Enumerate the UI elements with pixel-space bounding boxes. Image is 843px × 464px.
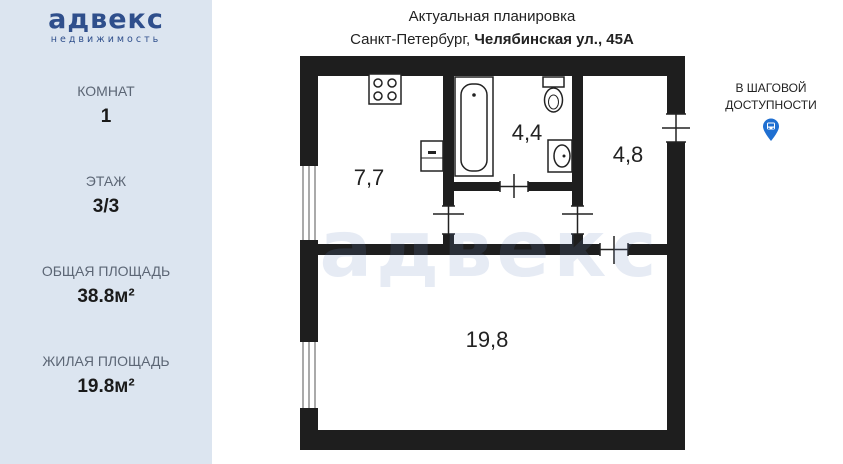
logo-name: адвекс [48, 4, 164, 35]
stat-total-area: ОБЩАЯ ПЛОЩАДЬ 38.8м² [0, 262, 212, 310]
wall-right [667, 56, 685, 450]
washer-icon [420, 140, 444, 172]
brand-logo[interactable]: адвекс недвижимость [0, 4, 212, 46]
stat-label: ЖИЛАЯ ПЛОЩАДЬ [42, 353, 170, 369]
window-kitchen [300, 166, 318, 240]
stat-floor: ЭТАЖ 3/3 [0, 172, 212, 220]
room-area-bathroom: 4,4 [512, 120, 543, 145]
address-street: Челябинская ул., 45А [474, 31, 634, 48]
wall-top [300, 56, 685, 76]
room-area-living-room: 19,8 [466, 327, 509, 352]
window-living-room [300, 342, 318, 408]
wall-kitchen-bath [443, 76, 454, 244]
watermark: адвекс [319, 205, 660, 295]
stove-icon [368, 73, 402, 105]
wall-bath-storage [572, 76, 583, 244]
room-area-storage: 4,8 [613, 142, 644, 167]
stat-value: 38.8м² [77, 286, 135, 307]
wall-recess [652, 272, 667, 377]
logo-tagline: недвижимость [50, 34, 162, 45]
wall-middle [318, 244, 667, 255]
door-living-room [599, 236, 629, 264]
info-sidebar: адвекс недвижимость КОМНАТ 1 ЭТАЖ 3/3 ОБ… [0, 0, 212, 464]
stat-living-area: ЖИЛАЯ ПЛОЩАДЬ 19.8м² [0, 352, 212, 400]
door-storage [562, 205, 593, 235]
walking-distance-block: В ШАГОВОЙ ДОСТУПНОСТИ [718, 80, 824, 142]
stat-label: ЭТАЖ [85, 173, 127, 189]
door-kitchen [433, 205, 464, 235]
wall-recess [652, 85, 667, 210]
bus-stop-pin-icon[interactable] [762, 118, 780, 142]
stat-rooms: КОМНАТ 1 [0, 82, 212, 130]
wall-bottom [300, 430, 685, 450]
address-city: Санкт-Петербург, [350, 31, 475, 48]
stat-value: 19.8м² [77, 376, 135, 397]
walking-distance-label: В ШАГОВОЙ ДОСТУПНОСТИ [725, 81, 817, 112]
plan-title: Актуальная планировка [408, 8, 576, 25]
stat-value: 1 [100, 106, 112, 127]
room-area-kitchen: 7,7 [354, 165, 385, 190]
stat-value: 3/3 [92, 196, 120, 217]
stat-label: ОБЩАЯ ПЛОЩАДЬ [41, 263, 171, 279]
bathtub-icon [454, 76, 494, 177]
door-entrance [662, 113, 690, 143]
door-bathroom [499, 174, 529, 198]
toilet-icon [542, 76, 565, 113]
address: Санкт-Петербург, Челябинская ул., 45А [212, 31, 772, 48]
stat-label: КОМНАТ [77, 83, 135, 99]
sink-icon [547, 139, 573, 173]
